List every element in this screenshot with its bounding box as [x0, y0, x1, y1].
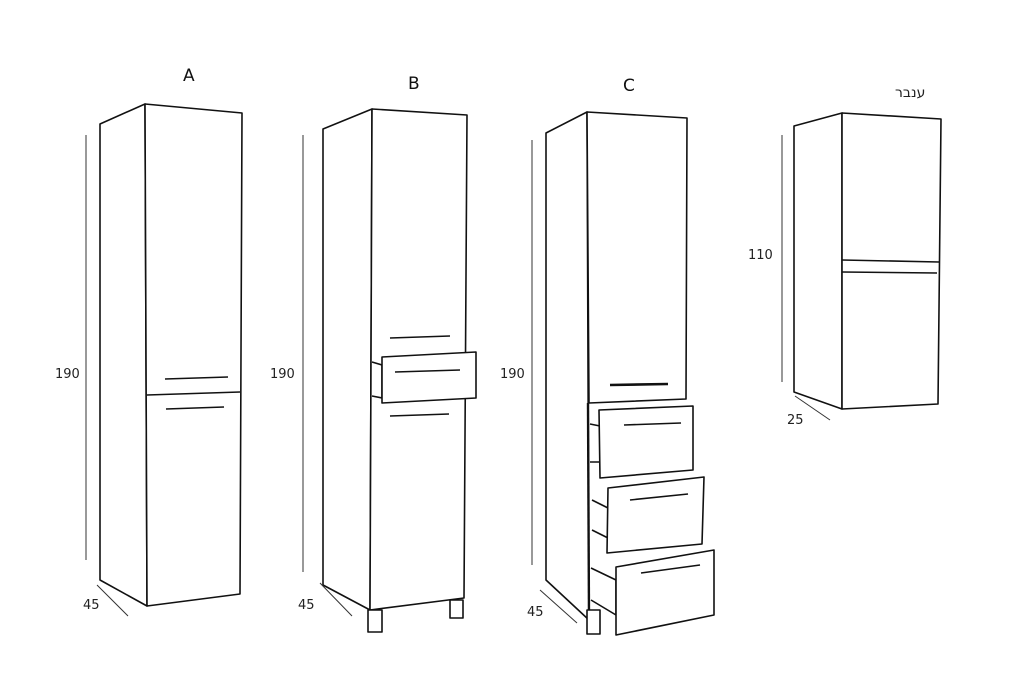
cabinet-b-height-label: 190 — [270, 367, 295, 382]
wall-cabinet-title: ענבר — [895, 85, 926, 101]
wall-cabinet-depth-label: 25 — [787, 413, 804, 428]
cabinet-c-title: C — [623, 76, 635, 96]
cabinet-b-title: B — [408, 74, 420, 94]
cabinet-c-depth-label: 45 — [527, 605, 544, 620]
wall-cabinet-height-label: 110 — [748, 248, 773, 263]
cabinet-c-height-label: 190 — [500, 367, 525, 382]
wall-cabinet-drawing — [781, 112, 942, 421]
cabinet-a-height-label: 190 — [55, 367, 80, 382]
cabinet-a-depth-label: 45 — [83, 598, 100, 613]
cabinet-a-title: A — [183, 66, 195, 86]
cabinet-b-depth-label: 45 — [298, 598, 315, 613]
cabinet-a-drawing — [85, 103, 243, 617]
cabinet-b-drawing — [302, 108, 477, 633]
cabinet-c-drawing — [531, 111, 715, 636]
